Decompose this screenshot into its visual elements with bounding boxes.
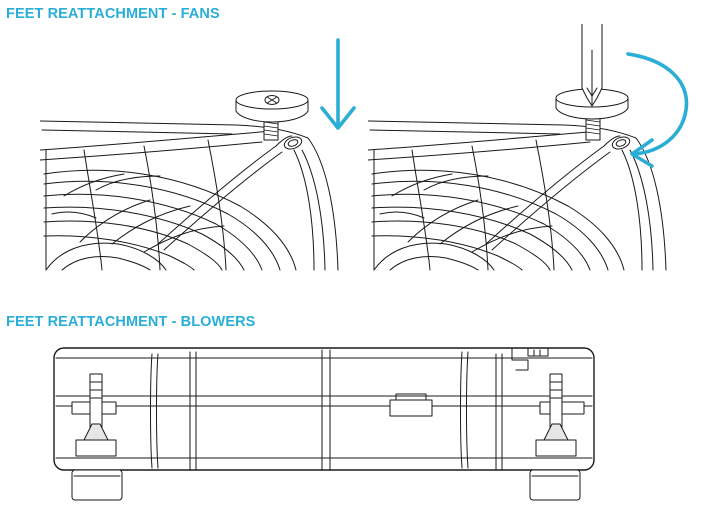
fan-illustration-press (40, 90, 339, 271)
blower-illustration (53, 347, 595, 501)
blower-foot-right (529, 373, 585, 501)
rubber-foot (235, 90, 309, 123)
blower-foot-left (71, 373, 123, 501)
fans-section-title: FEET REATTACHMENT - FANS (6, 6, 220, 22)
fan-illustration-screw (368, 24, 667, 271)
down-arrow-icon (320, 38, 356, 130)
clockwise-arrow-icon (626, 52, 689, 168)
screwdriver-icon (581, 24, 603, 107)
blowers-section-title: FEET REATTACHMENT - BLOWERS (6, 314, 256, 330)
